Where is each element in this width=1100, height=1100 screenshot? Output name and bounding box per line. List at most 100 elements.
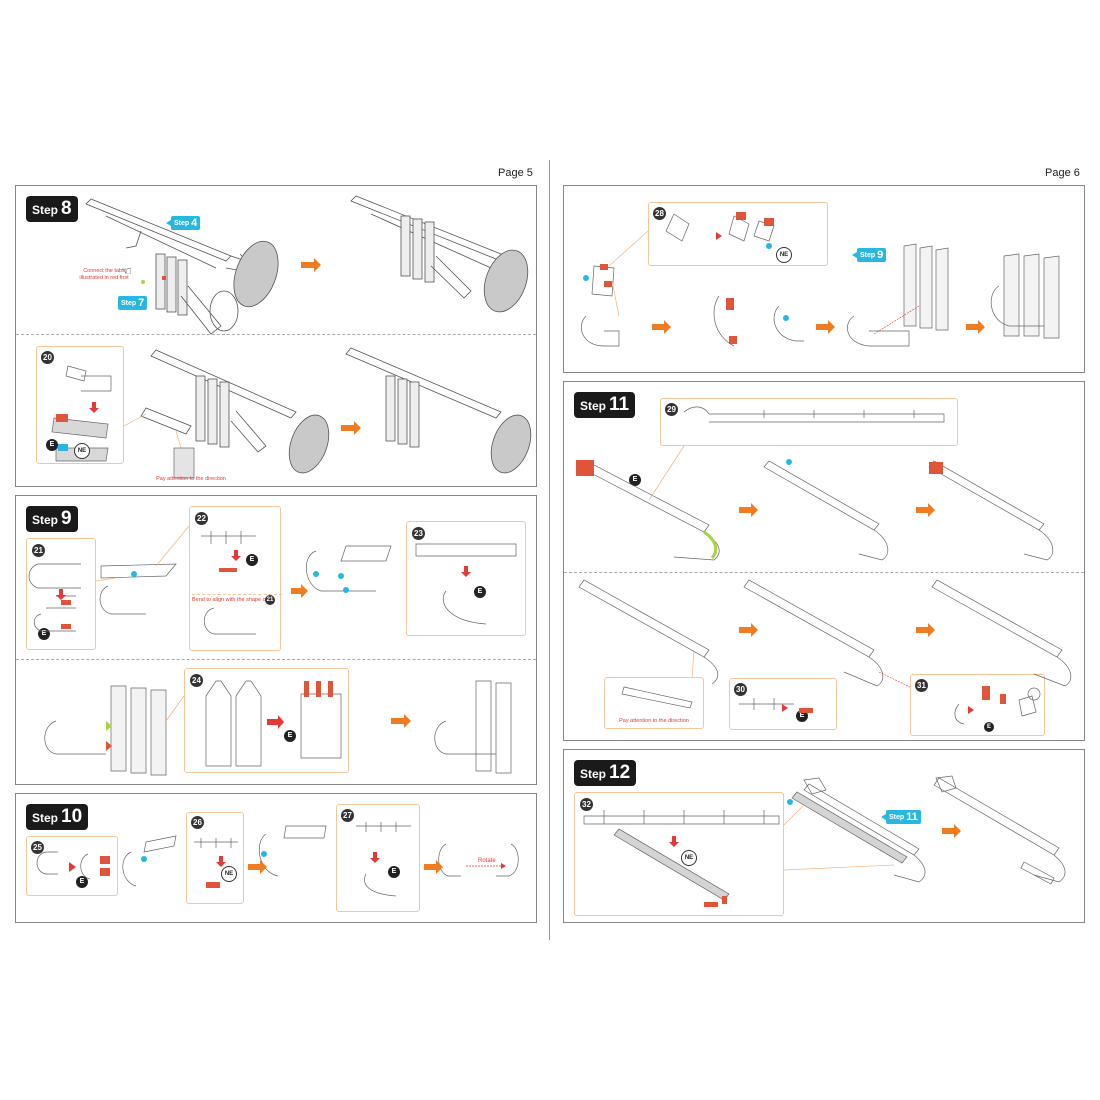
sub-step-number: 23	[412, 527, 425, 540]
e-badge: E	[284, 730, 296, 742]
sub-step-number: 31	[915, 679, 928, 692]
sub-step-24-box	[184, 668, 349, 773]
next-arrow	[248, 860, 267, 874]
sub-step-number: 25	[31, 841, 44, 854]
page-number-right: Page 6	[1045, 167, 1080, 179]
step-11-panel: Step 11 29 E Pay attention to the direct…	[563, 381, 1085, 741]
step-number: 8	[61, 198, 72, 219]
ne-badge: NE	[74, 443, 90, 459]
next-arrow	[916, 503, 935, 517]
trumpet-drawing	[350, 195, 529, 313]
sub-step-31-box	[910, 674, 1045, 736]
step-number: 11	[609, 394, 630, 415]
next-arrow	[739, 503, 758, 517]
e-badge: E	[984, 722, 994, 732]
next-arrow	[739, 623, 758, 637]
step-word: Step	[32, 513, 59, 527]
step-9-illustration	[28, 525, 517, 776]
sub-step-number: 26	[191, 816, 204, 829]
direction-note: Pay attention to the direction	[156, 476, 226, 482]
sub-step-number: 32	[580, 798, 593, 811]
sub-step-number: 22	[195, 512, 208, 525]
step-12-illustration	[583, 775, 1066, 907]
ne-badge: NE	[681, 850, 697, 866]
box-separator	[192, 594, 282, 595]
step-9-badge: Step 9	[26, 506, 78, 532]
next-arrow	[652, 320, 671, 334]
step-12-badge: Step 12	[574, 760, 637, 786]
step-8-illustration	[51, 195, 532, 479]
sub-step-number: 28	[653, 207, 666, 220]
bend-note: Bend to align with the shape of	[192, 597, 268, 603]
step-9-reference-tag: Step 9	[851, 248, 887, 262]
ref-word: Step	[174, 219, 190, 227]
step-28-illustration	[581, 212, 1060, 347]
step-number: 9	[61, 508, 72, 529]
next-arrow	[301, 258, 321, 272]
panel-separator	[16, 334, 536, 335]
next-arrow	[966, 320, 985, 334]
sub-step-number: 30	[734, 683, 747, 696]
sub-step-23-box	[406, 521, 526, 636]
step-10-badge: Step 10	[26, 804, 89, 830]
step-11-illustration	[576, 406, 1072, 725]
page-number-left: Page 5	[498, 167, 533, 179]
panel-separator	[16, 659, 536, 660]
trumpet-drawing	[85, 198, 279, 335]
part-drawing	[51, 365, 112, 462]
sub-step-number: 27	[341, 809, 354, 822]
next-arrow	[816, 320, 835, 334]
connect-tabs-note: Connect the tabs illustrated in red firs…	[79, 268, 129, 281]
sub-step-32-box	[574, 792, 784, 916]
sub-step-number: 24	[190, 674, 203, 687]
next-arrow	[916, 623, 935, 637]
step-word: Step	[580, 399, 607, 413]
step-8-panel: Step 8	[15, 185, 537, 487]
e-badge: E	[76, 876, 88, 888]
step-4-reference-tag: Step 4	[165, 216, 201, 230]
next-arrow	[341, 421, 361, 435]
direction-detail-box	[604, 677, 704, 729]
ref-word: Step	[860, 251, 876, 259]
step-word: Step	[580, 767, 607, 781]
pointing-hand-icon: ☜	[121, 264, 132, 278]
step-word: Step	[32, 811, 59, 825]
step-9-continued-panel: 28 NE Step 9	[563, 185, 1085, 373]
e-badge: E	[388, 866, 400, 878]
step-7-reference-tag: Step 7	[118, 296, 148, 310]
step-10-illustration	[36, 822, 519, 897]
ref-number: 4	[191, 217, 198, 229]
next-arrow	[424, 860, 443, 874]
ref-number: 11	[906, 811, 918, 823]
e-badge: E	[246, 554, 258, 566]
next-arrow	[942, 824, 961, 838]
ref-number: 9	[877, 249, 884, 261]
e-badge: E	[474, 586, 486, 598]
ref-word: Step	[121, 299, 137, 307]
rotate-note: Rotate	[478, 858, 496, 864]
e-badge: E	[46, 439, 58, 451]
direction-note: Pay attention to the direction	[619, 718, 689, 724]
ref-word: Step	[889, 813, 905, 821]
sub-step-number: 21	[32, 544, 45, 557]
step-word: Step	[32, 203, 59, 217]
sub-step-20-box	[36, 346, 124, 464]
next-arrow	[391, 714, 411, 728]
step-11-badge: Step 11	[574, 392, 636, 418]
step-10-panel: Step 10 25 E 26 NE 27 E Rotate	[15, 793, 537, 923]
e-badge: E	[629, 474, 641, 486]
trumpet-drawing	[140, 347, 532, 474]
step-number: 12	[609, 762, 631, 783]
step-8-badge: Step 8	[26, 196, 78, 222]
step-11-reference-tag: Step 11	[881, 810, 921, 824]
sub-step-number: 29	[665, 403, 678, 416]
sub-step-number: 21	[265, 595, 275, 605]
step-12-panel: Step 12 32 NE Step 11	[563, 749, 1085, 923]
sub-step-22-box	[189, 506, 281, 651]
next-arrow	[291, 584, 308, 598]
ne-badge: NE	[221, 866, 237, 882]
step-number: 10	[61, 806, 83, 827]
ref-number: 7	[138, 297, 145, 309]
ne-badge: NE	[776, 247, 792, 263]
sub-step-number: 20	[41, 351, 54, 364]
